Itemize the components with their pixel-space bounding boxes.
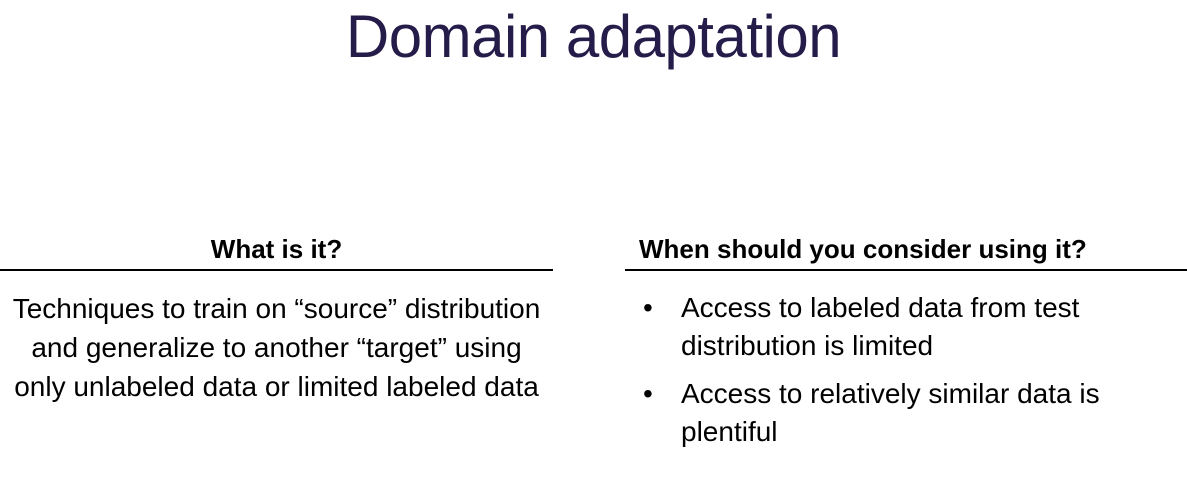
column-divider-right: [625, 269, 1187, 271]
column-body-right: • Access to labeled data from test distr…: [625, 271, 1187, 451]
column-heading-when-to-use: When should you consider using it?: [639, 234, 1087, 264]
list-item-label: Access to labeled data from test distrib…: [681, 292, 1080, 361]
column-when-to-use: When should you consider using it? • Acc…: [625, 233, 1187, 461]
list-item: • Access to labeled data from test distr…: [639, 289, 1187, 365]
column-heading-what-is-it: What is it?: [210, 234, 343, 264]
bullet-point-icon: •: [643, 292, 653, 323]
use-case-list: • Access to labeled data from test distr…: [625, 289, 1187, 451]
page-title: Domain adaptation: [345, 3, 842, 70]
column-body-left: Techniques to train on “source” distribu…: [0, 271, 553, 406]
definition-paragraph: Techniques to train on “source” distribu…: [12, 293, 541, 402]
bullet-point-icon: •: [643, 378, 653, 409]
two-column-layout: What is it? Techniques to train on “sour…: [0, 233, 1187, 461]
column-what-is-it: What is it? Techniques to train on “sour…: [0, 233, 553, 406]
column-divider-left: [0, 269, 553, 271]
list-item-label: Access to relatively similar data is ple…: [681, 378, 1100, 447]
list-item: • Access to relatively similar data is p…: [639, 375, 1187, 451]
